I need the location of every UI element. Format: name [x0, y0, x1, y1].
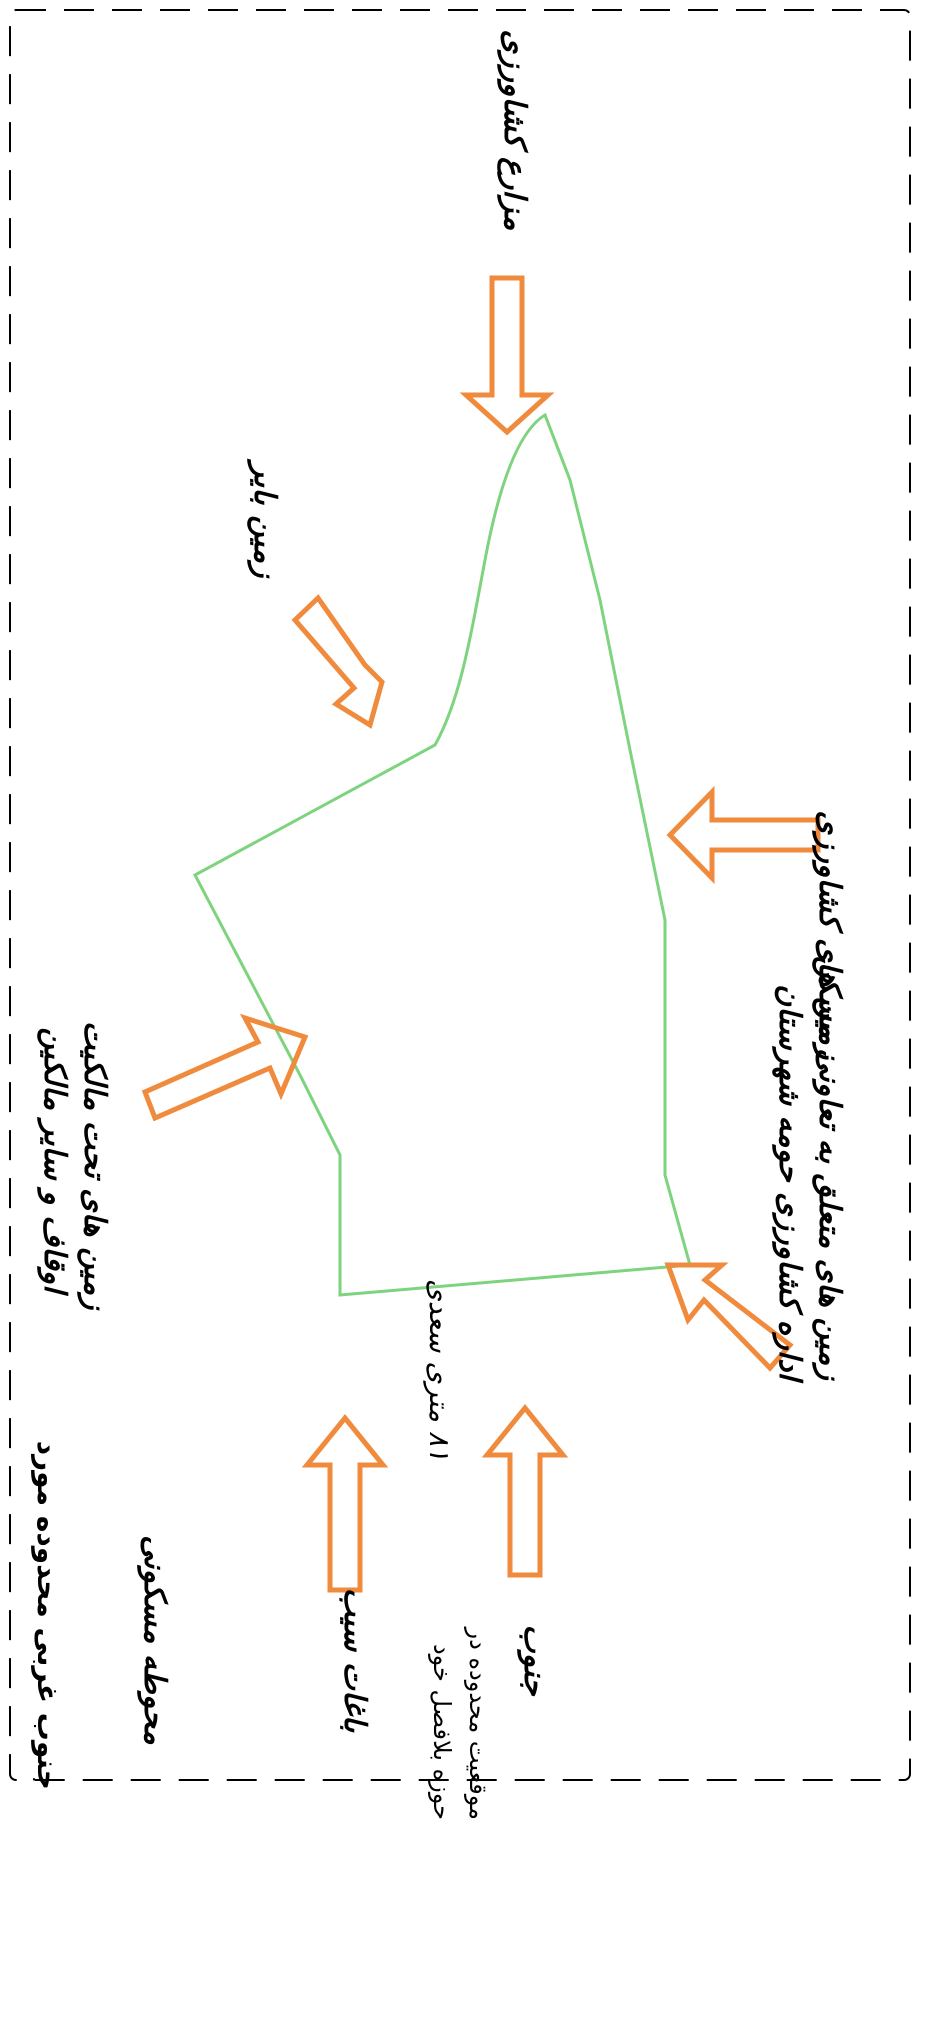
- label-top-farmland: مزارع کشاورزی: [497, 30, 532, 231]
- arrow-top-farmland: [459, 275, 555, 436]
- label-right-bottom-land-line2: اداره کشاورزی حومه شهرستان: [772, 984, 807, 1383]
- site-boundary: [192, 412, 692, 1297]
- label-residential: محوطه مسکونی: [137, 1535, 172, 1745]
- label-south: جنوب: [517, 1624, 552, 1697]
- arrow-bottom-left: [301, 1414, 389, 1593]
- label-left-land-line1: زمین های تحت مالکیت: [77, 1021, 112, 1311]
- arrow-bottom-center: [481, 1404, 569, 1578]
- caption-location-line1: موقعیت محدوده در: [464, 1627, 492, 1820]
- label-left-land-line2: اوقاف و سایر مالکین: [37, 1027, 72, 1296]
- label-left-land: زمین های تحت مالکیت اوقاف و سایر مالکین: [37, 1010, 112, 1311]
- label-apple-orchards: باغات سیب: [337, 1588, 372, 1733]
- label-right-bottom-land: زمین های متعلق به تعاونی مسکن اداره کشاو…: [772, 945, 847, 1383]
- label-right-bottom-land-line1: زمین های متعلق به تعاونی مسکن: [812, 956, 847, 1382]
- dashed-frame: [9, 9, 911, 1781]
- arrow-right-bottom-land: [664, 1262, 794, 1372]
- label-right-mid-land: زمین های کشاورزی: [812, 811, 847, 1061]
- caption-location: موقعیت محدوده در حوزه بلافصل خود: [428, 1620, 492, 1820]
- label-road: ۱۸ متری سعدی: [423, 1279, 456, 1461]
- arrow-left-land: [141, 1013, 309, 1122]
- arrow-top-left-land: [291, 594, 385, 729]
- arrow-right-mid-land: [666, 785, 821, 885]
- caption-orientation: جنوب غربی محدوده مورد: [31, 1441, 64, 1790]
- caption-location-line2: حوزه بلافصل خود: [428, 1644, 456, 1820]
- label-top-left-land: زمین بایر: [247, 458, 282, 579]
